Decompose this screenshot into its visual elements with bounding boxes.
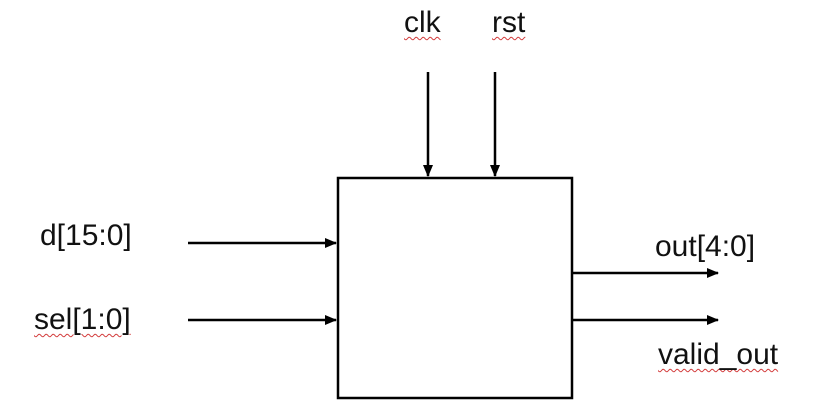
module-block (336, 176, 574, 400)
sel-label: sel[1:0] (34, 305, 131, 335)
out-label: out[4:0] (655, 230, 756, 263)
d-label: d[15:0] (40, 219, 132, 252)
sel-label-text: sel[1:0] (34, 303, 131, 336)
clk-label: clk (404, 6, 441, 39)
rst-label: rst (492, 6, 526, 39)
valid-out-label: valid_out (658, 338, 779, 371)
